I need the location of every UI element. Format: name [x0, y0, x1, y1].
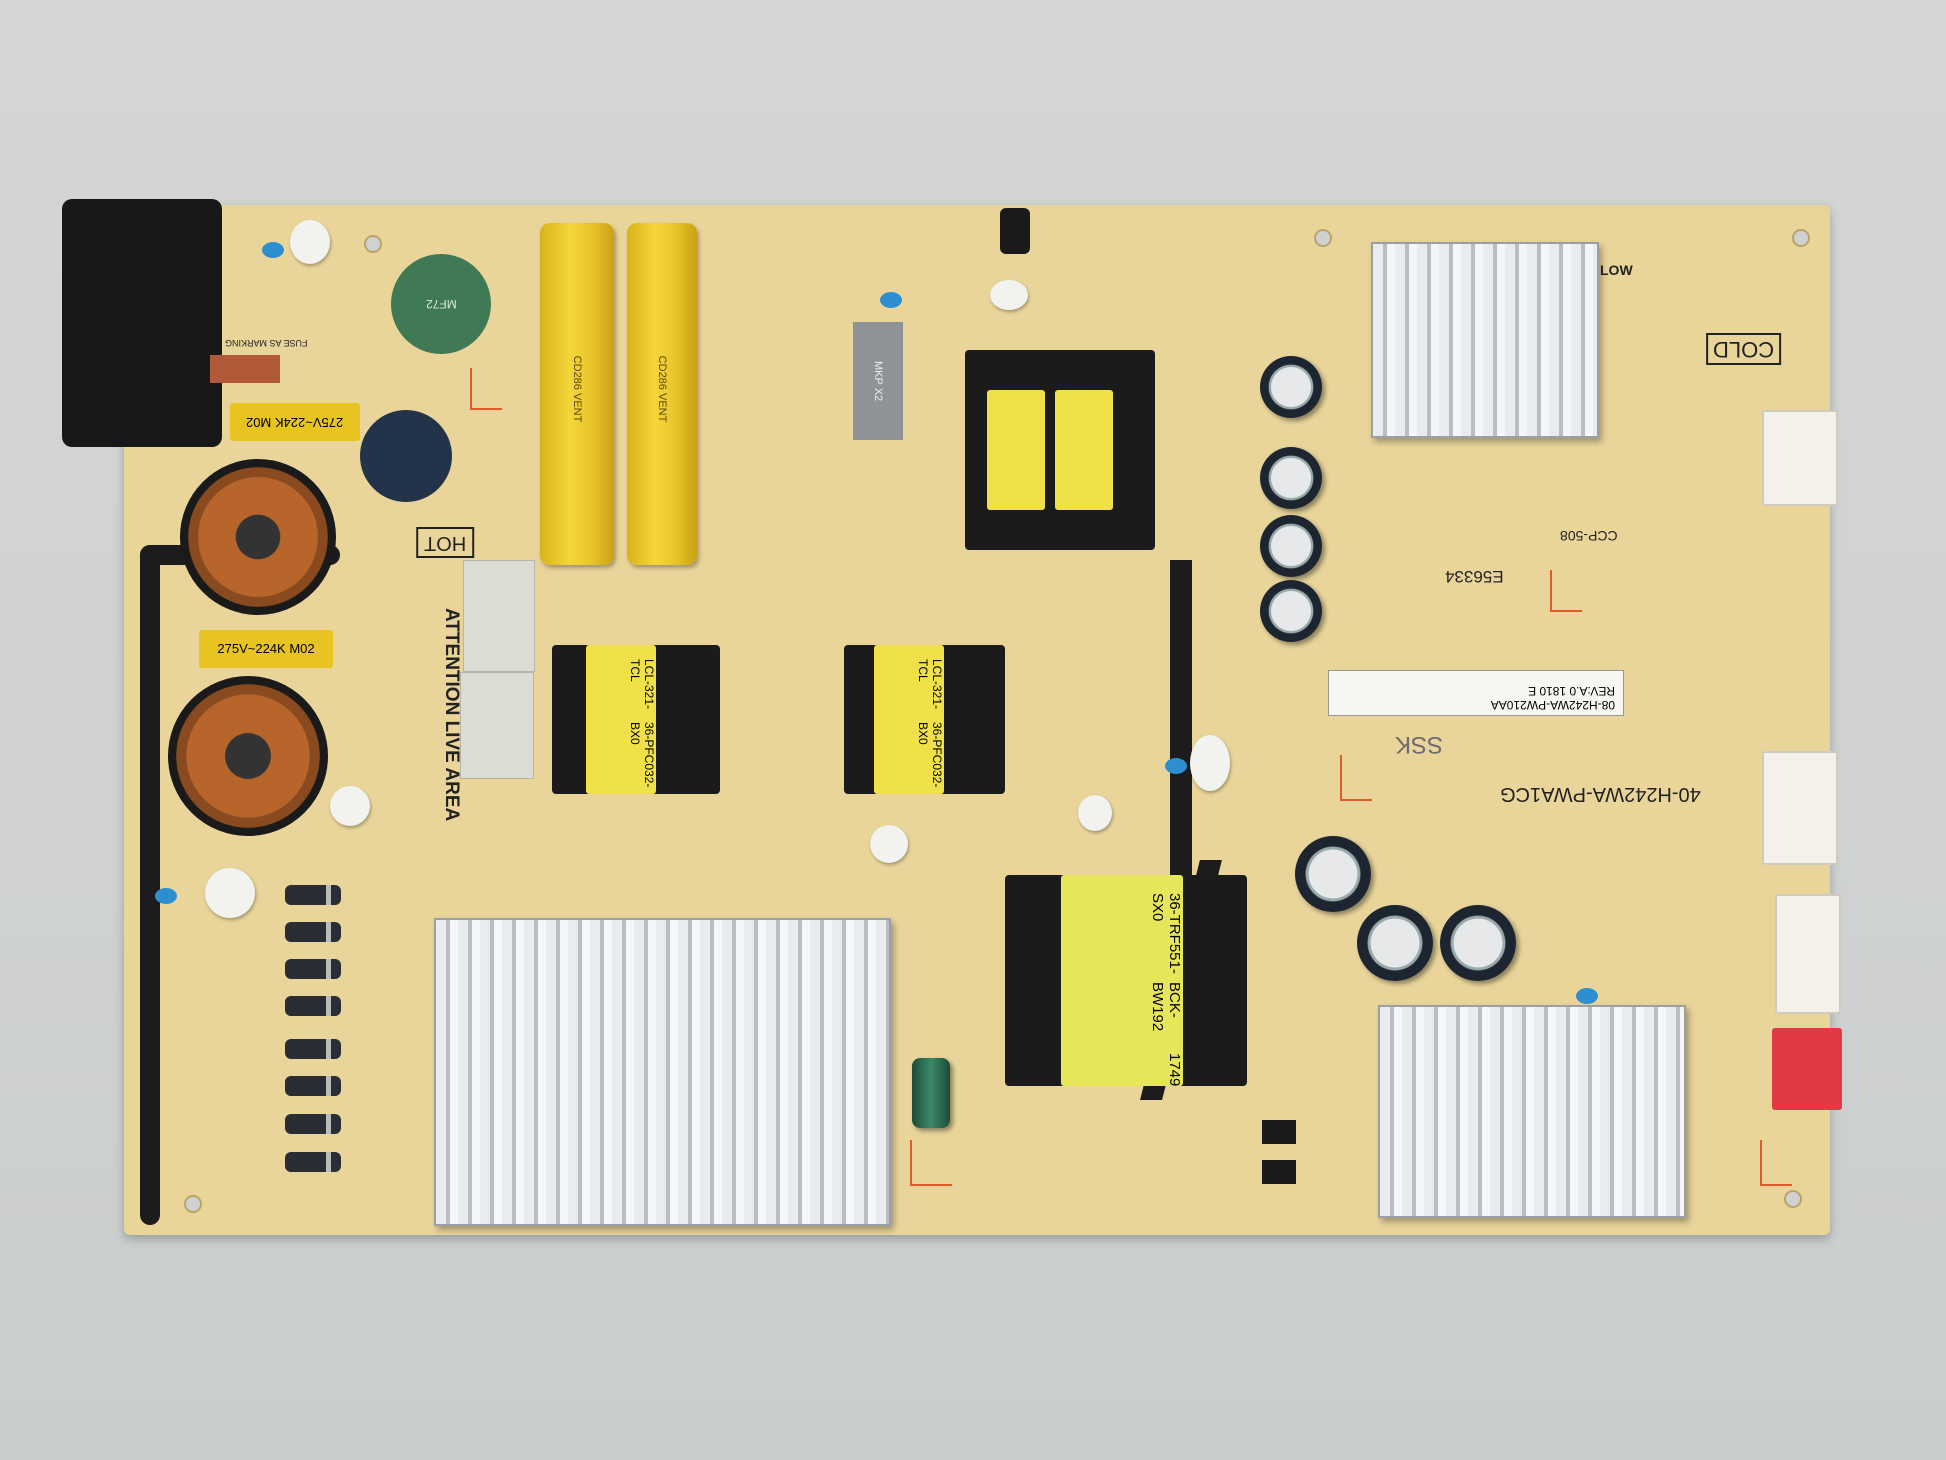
silkscreen-marker — [1340, 755, 1372, 801]
thermistor-label: MF72 — [425, 297, 457, 311]
transformer-part-number: 36-TRF551-SX0 — [1149, 893, 1183, 974]
x-capacitor: 275V~224K M02 — [230, 403, 360, 441]
certification-code: CCP-508 — [1560, 528, 1618, 544]
y-capacitor — [1576, 988, 1598, 1004]
electrolytic-capacitor — [1260, 515, 1322, 577]
mount-hole — [184, 1195, 202, 1213]
ac-power-socket — [62, 199, 222, 447]
glue-blob — [990, 280, 1028, 310]
silkscreen-marker — [910, 1140, 952, 1186]
glue-blob — [330, 786, 370, 826]
silkscreen-marker — [1760, 1140, 1792, 1186]
heatsink-output — [1378, 1005, 1686, 1218]
electrolytic-capacitor-small — [912, 1058, 950, 1128]
barcode-label: 08-H242WA-PW210AA REV:A.0 1810 E — [1328, 670, 1624, 716]
film-capacitor — [463, 560, 535, 672]
y-capacitor — [262, 242, 284, 258]
rail-label-low: LOW — [1600, 262, 1633, 278]
pfc-inductor: LCL-321-TCL 36-PFC032-BX0 — [844, 645, 1005, 794]
transformer-date-code: 1749 — [1166, 1052, 1183, 1086]
optocoupler — [1262, 1120, 1296, 1144]
fuse — [210, 355, 280, 383]
film-capacitor — [460, 672, 534, 779]
bridge-rectifier — [360, 410, 452, 502]
electrolytic-capacitor — [1357, 905, 1433, 981]
glue-blob — [205, 868, 255, 918]
optocoupler — [1262, 1160, 1296, 1184]
cold-zone-label: COLD — [1706, 333, 1782, 365]
maker-silk: SSK — [1395, 731, 1444, 758]
hot-zone-label: HOT — [416, 527, 475, 558]
pfc-inductor: LCL-321-TCL 36-PFC032-BX0 — [552, 645, 720, 794]
bulk-capacitor: CD286 VENT — [627, 223, 697, 565]
electrolytic-capacitor — [1440, 905, 1516, 981]
connector-header — [1762, 410, 1838, 506]
x-capacitor: 275V~224K M02 — [199, 630, 333, 668]
diode — [285, 1076, 341, 1096]
mount-hole — [364, 235, 382, 253]
connector-header — [1775, 894, 1841, 1014]
board-model-silk: 40-H242WA-PWA1CG — [1500, 783, 1701, 805]
inductor-part-number: 36-PFC032-BX0 — [628, 722, 656, 788]
electrolytic-capacitor — [1260, 580, 1322, 642]
mount-hole — [1784, 1190, 1802, 1208]
barcode-revision: REV:A.0 1810 E — [1528, 684, 1615, 698]
silkscreen-marker — [470, 368, 502, 410]
inductor-label: LCL-321-TCL — [628, 659, 656, 710]
ntc-thermistor: MF72 — [391, 254, 491, 354]
ground-trace — [140, 545, 160, 1225]
fuse-note: FUSE AS MARKING — [225, 338, 308, 348]
glue-blob — [1190, 735, 1230, 791]
glue-blob — [1078, 795, 1112, 831]
ul-file-number: E56334 — [1445, 567, 1504, 586]
x2-capacitor: MKP X2 — [853, 322, 903, 440]
x-capacitor-rating: 275V~224K M02 — [217, 641, 315, 656]
diode — [285, 922, 341, 942]
thermal-sensor — [1000, 208, 1030, 254]
diode — [285, 1152, 341, 1172]
main-transformer: 36-TRF551-SX0 BCK-BW192 1749 — [1005, 875, 1247, 1086]
electrolytic-capacitor — [1260, 447, 1322, 509]
inductor-part-number: 36-PFC032-BX0 — [916, 722, 944, 788]
diode — [285, 996, 341, 1016]
common-mode-choke — [168, 676, 328, 836]
y-capacitor — [155, 888, 177, 904]
bulk-capacitor: CD286 VENT — [540, 223, 614, 565]
electrolytic-capacitor — [1260, 356, 1322, 418]
heatsink-secondary — [1371, 242, 1599, 438]
y-capacitor — [1165, 758, 1187, 774]
live-area-warning: ATTENTION LIVE AREA — [441, 608, 462, 822]
silkscreen-marker — [1550, 570, 1582, 612]
ground-trace — [1170, 560, 1192, 880]
bulk-cap-label: CD286 VENT — [656, 355, 668, 423]
heatsink-primary — [434, 918, 891, 1226]
x2-capacitor-label: MKP X2 — [872, 360, 884, 402]
electrolytic-capacitor — [1295, 836, 1371, 912]
inductor-label: LCL-321-TCL — [916, 659, 944, 710]
common-mode-choke — [180, 459, 336, 615]
glue-blob — [290, 220, 330, 264]
diode — [285, 1039, 341, 1059]
mount-hole — [1314, 229, 1332, 247]
glue-blob — [870, 825, 908, 863]
x-capacitor-rating: 275V~224K M02 — [246, 415, 344, 430]
diode — [285, 885, 341, 905]
transformer-model: BCK-BW192 — [1149, 982, 1183, 1032]
bulk-cap-label: CD286 VENT — [571, 355, 583, 423]
standby-transformer — [965, 350, 1155, 550]
red-connector — [1772, 1028, 1842, 1110]
diode — [285, 1114, 341, 1134]
barcode-part-number: 08-H242WA-PW210AA — [1490, 698, 1615, 712]
mount-hole — [1792, 229, 1810, 247]
diode — [285, 959, 341, 979]
y-capacitor — [880, 292, 902, 308]
connector-header — [1762, 751, 1838, 865]
